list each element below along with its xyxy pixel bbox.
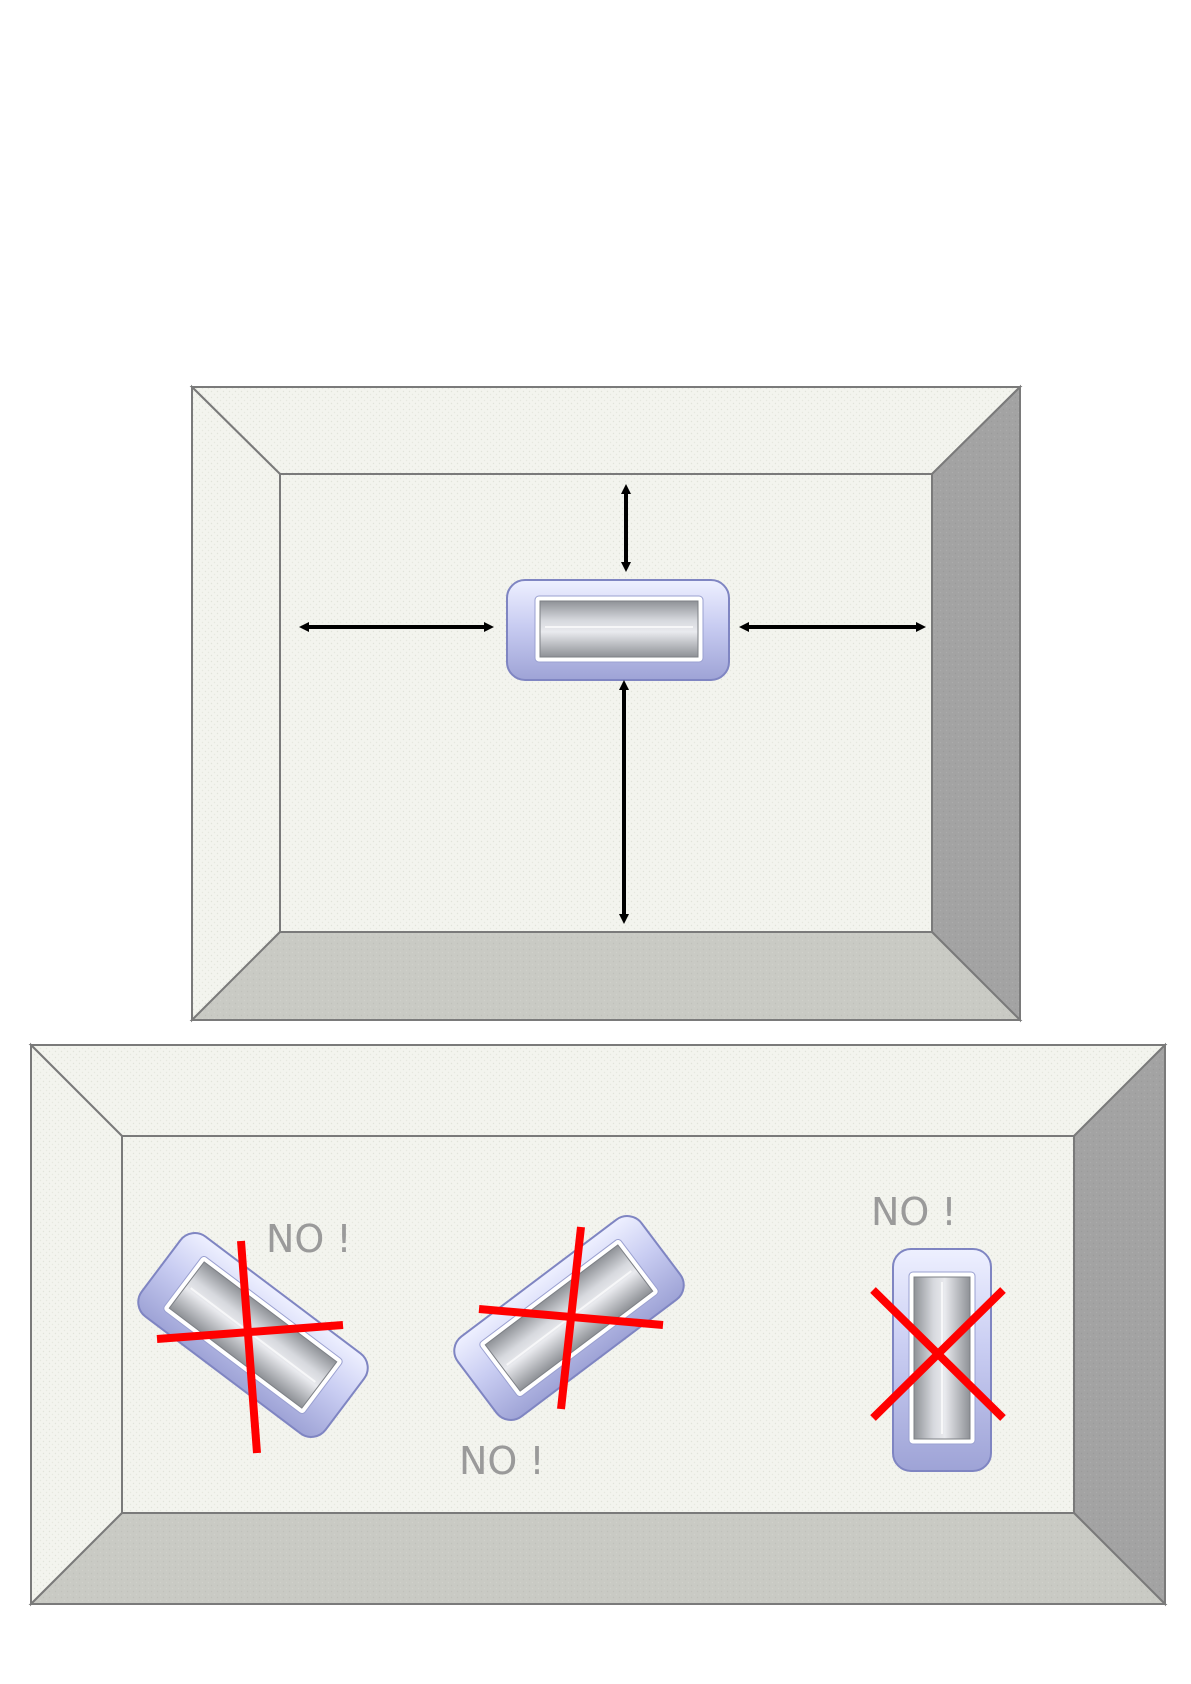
room-left-bevel: [192, 387, 280, 1020]
no-label-3: NO !: [871, 1190, 957, 1234]
room-floor: [280, 474, 932, 932]
room-bottom-bevel: [192, 932, 1020, 1020]
correct-room: [192, 387, 1020, 1020]
room2-right-bevel: [1074, 1045, 1165, 1604]
room-right-bevel: [932, 387, 1020, 1020]
no-label-2: NO !: [459, 1439, 545, 1483]
room2-left-bevel: [31, 1045, 122, 1604]
no-label-1: NO !: [266, 1217, 352, 1261]
device-correct: [507, 580, 729, 680]
room-top-bevel: [192, 387, 1020, 474]
room2-bottom-bevel: [31, 1513, 1165, 1604]
room2-top-bevel: [31, 1045, 1165, 1136]
incorrect-room: NO ! NO ! NO !: [31, 1045, 1165, 1604]
